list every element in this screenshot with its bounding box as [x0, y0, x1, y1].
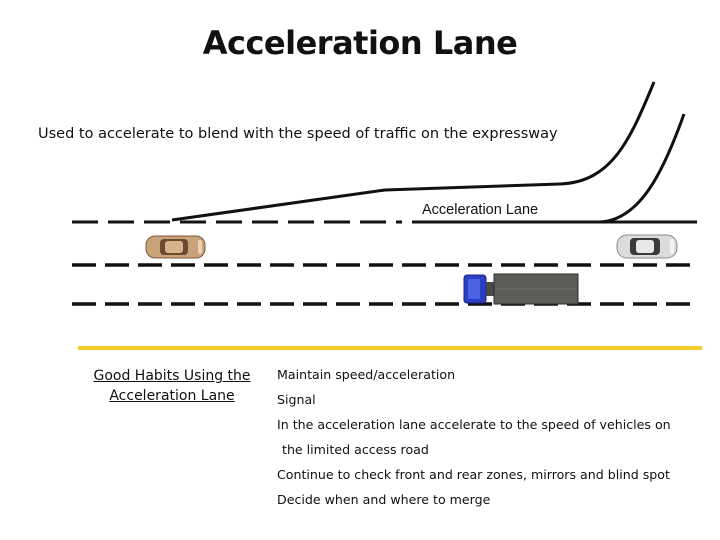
page-title: Acceleration Lane: [202, 24, 518, 62]
habits-heading-line2: Acceleration Lane: [109, 388, 235, 404]
silver-car-icon: [616, 234, 678, 259]
habit-item: Signal: [277, 392, 316, 407]
subtitle: Used to accelerate to blend with the spe…: [38, 126, 558, 142]
habits-heading-line1: Good Habits Using the: [93, 368, 251, 384]
acceleration-lane-label: Acceleration Lane: [422, 202, 539, 218]
truck-icon: [463, 273, 579, 305]
habit-item: the limited access road: [282, 442, 429, 457]
habit-item: Decide when and where to merge: [277, 492, 491, 507]
habit-item: Continue to check front and rear zones, …: [277, 467, 670, 482]
ramp-edge-line: [171, 81, 656, 222]
tan-car-icon: [145, 235, 206, 259]
habit-item: Maintain speed/acceleration: [277, 367, 456, 382]
habit-item: In the acceleration lane accelerate to t…: [277, 417, 671, 432]
habits-list: Maintain speed/acceleration Signal In th…: [277, 366, 671, 516]
habits-heading: Good Habits Using the Acceleration Lane: [84, 366, 260, 406]
